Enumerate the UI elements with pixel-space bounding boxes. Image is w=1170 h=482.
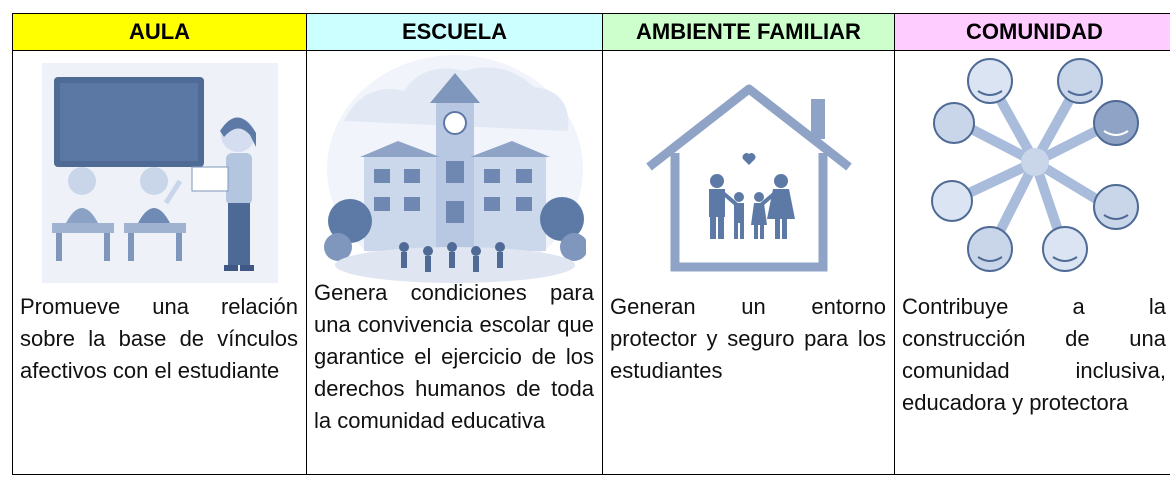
header-row: AULA ESCUELA AMBIENTE FAMILIAR COMUNIDAD xyxy=(12,13,1170,51)
cell-ambiente-familiar: Generan un entorno protector y seguro pa… xyxy=(602,50,895,475)
header-aula: AULA xyxy=(12,13,307,51)
school-building-illustration xyxy=(323,55,586,283)
header-escuela: ESCUELA xyxy=(306,13,603,51)
community-circle-illustration xyxy=(930,58,1139,272)
ambiente-familiar-description: Generan un entorno protector y seguro pa… xyxy=(610,294,886,383)
cell-aula: Promueve una relación sobre la base de v… xyxy=(12,50,307,475)
escuela-description: Genera condiciones para una convivencia … xyxy=(314,280,594,433)
cell-escuela: Genera condiciones para una convivencia … xyxy=(306,50,603,475)
header-comunidad: COMUNIDAD xyxy=(894,13,1170,51)
cell-comunidad: Contribuye a la construcción de una comu… xyxy=(894,50,1170,475)
family-house-illustration xyxy=(645,84,852,272)
info-table: AULA ESCUELA AMBIENTE FAMILIAR COMUNIDAD xyxy=(12,13,1170,475)
content-row: Promueve una relación sobre la base de v… xyxy=(12,50,1170,475)
comunidad-description: Contribuye a la construcción de una comu… xyxy=(902,294,1166,415)
teacher-classroom-illustration xyxy=(41,63,278,283)
header-ambiente-familiar: AMBIENTE FAMILIAR xyxy=(602,13,895,51)
aula-description: Promueve una relación sobre la base de v… xyxy=(20,294,298,383)
